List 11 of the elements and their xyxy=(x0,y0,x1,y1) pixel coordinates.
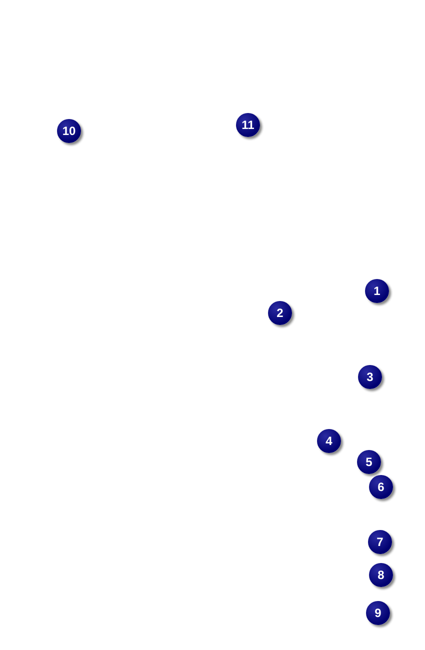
callout-number: 7 xyxy=(368,530,392,554)
callout-number: 9 xyxy=(366,601,390,625)
callout-number: 5 xyxy=(357,450,381,474)
callout-number: 3 xyxy=(358,365,382,389)
callout-number: 6 xyxy=(369,475,393,499)
callout-number: 10 xyxy=(57,119,81,143)
callout-number: 2 xyxy=(268,301,292,325)
callout-number: 1 xyxy=(365,279,389,303)
callout-number: 11 xyxy=(236,113,260,137)
callout-number: 4 xyxy=(317,429,341,453)
callout-number: 8 xyxy=(369,563,393,587)
